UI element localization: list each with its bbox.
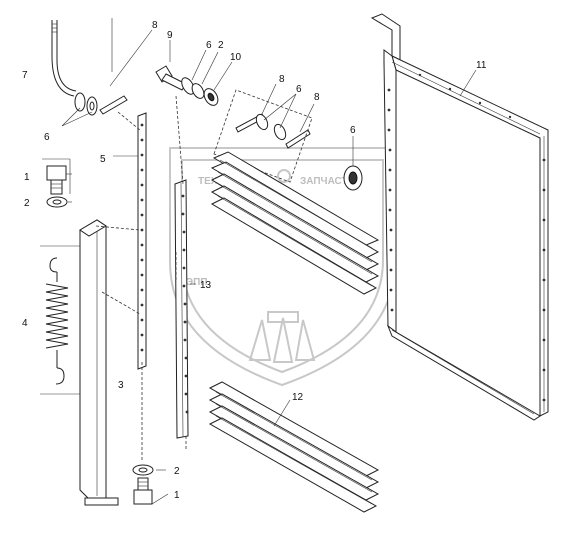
leader-lines	[40, 18, 477, 505]
watermark-shield-inner	[181, 159, 384, 374]
callout-10: 10	[230, 52, 242, 63]
callout-13: 13	[200, 280, 212, 291]
callout-6-top: 6	[206, 40, 212, 51]
spring-4	[45, 257, 69, 385]
watermark-right-word: ЗАПЧАСТИ	[300, 176, 355, 187]
bolt-9	[155, 65, 187, 91]
louvre-assembly-lower	[208, 381, 380, 513]
frame-11	[370, 13, 549, 421]
watermark-gear-icon	[277, 169, 291, 183]
callout-4: 4	[22, 318, 28, 329]
dashed-assembly-lines	[95, 95, 187, 460]
callout-8-right: 8	[314, 92, 320, 103]
washers-6-mid	[255, 113, 287, 141]
callout-11: 11	[476, 60, 487, 71]
callout-3: 3	[118, 380, 124, 391]
hook-bolt-7	[51, 20, 77, 97]
washer-2-mid	[191, 83, 205, 99]
watermark-logo-letters: ЭПП	[186, 277, 208, 288]
callout-9: 9	[167, 30, 173, 41]
callout-1-bottom: 1	[174, 490, 180, 501]
louvre-assembly-upper	[210, 151, 380, 295]
callout-6-left: 6	[44, 132, 50, 143]
callout-5: 5	[100, 154, 106, 165]
callout-1-top: 1	[24, 172, 30, 183]
callout-labels: 1 2 3 4 5 6 6 6 6 7 8 8 8 9 2 10 11 12 1…	[22, 20, 487, 501]
angle-strip-13	[174, 179, 189, 439]
nut-10	[203, 88, 219, 106]
bolt-1-top	[46, 165, 67, 195]
washer-2-top	[46, 196, 68, 208]
washer-pair-left	[74, 92, 98, 116]
callout-6-mid: 6	[296, 84, 302, 95]
washer-6-top	[181, 77, 195, 95]
bolt-1-bottom	[133, 477, 153, 505]
washer-6-right	[343, 165, 363, 191]
callout-8-top: 8	[152, 20, 158, 31]
washer-2-bottom	[132, 464, 154, 476]
callout-2-mid: 2	[218, 40, 224, 51]
watermark-wheat-icon	[248, 311, 316, 363]
callout-7: 7	[22, 70, 28, 81]
pin-8-right	[285, 129, 311, 149]
slotted-strip-5	[137, 112, 147, 370]
callout-6-right: 6	[350, 125, 356, 136]
exploded-guide-box	[213, 89, 313, 183]
cotter-pin-left	[99, 95, 128, 115]
callout-12: 12	[292, 392, 304, 403]
callout-8-mid: 8	[279, 74, 285, 85]
support-post-3	[79, 219, 119, 506]
callout-2-bottom: 2	[174, 466, 180, 477]
callout-2-top: 2	[24, 198, 30, 209]
